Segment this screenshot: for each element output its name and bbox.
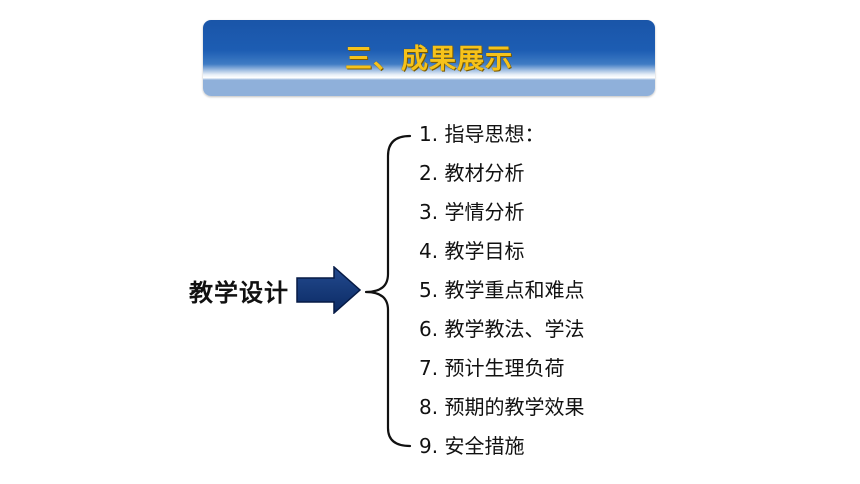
title-banner: 三、成果展示 [203,20,655,96]
list-item: 6. 教学教法、学法 [419,317,585,341]
list-item: 3. 学情分析 [419,200,525,224]
list-item: 2. 教材分析 [419,161,525,185]
list-item: 8. 预期的教学效果 [419,395,585,419]
design-items-list: 1. 指导思想： 2. 教材分析 3. 学情分析 4. 教学目标 5. 教学重点… [419,115,584,466]
left-brace-icon [364,134,412,448]
list-item: 1. 指导思想： [419,122,545,146]
list-item: 9. 安全措施 [419,434,525,458]
list-item: 4. 教学目标 [419,239,525,263]
right-arrow-icon [296,266,362,314]
main-label: 教学设计 [189,279,289,307]
slide-title: 三、成果展示 [345,44,513,75]
list-item: 7. 预计生理负荷 [419,356,565,380]
list-item: 5. 教学重点和难点 [419,278,585,302]
